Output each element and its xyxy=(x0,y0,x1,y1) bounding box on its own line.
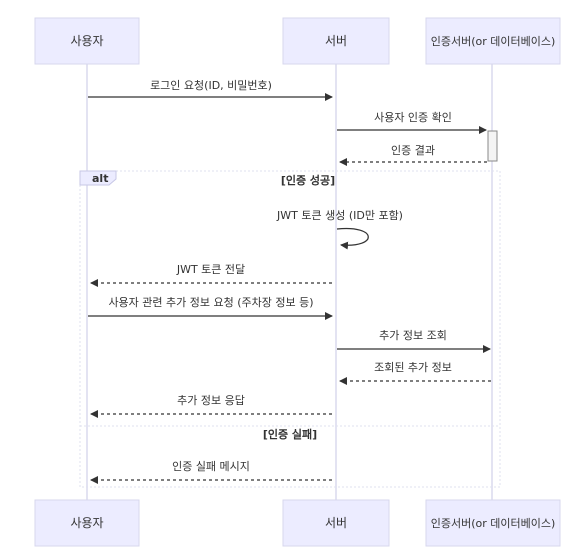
message-label: 사용자 관련 추가 정보 요청 (주차장 정보 등) xyxy=(108,296,313,309)
actor-label: 사용자 xyxy=(70,34,103,48)
actor-user-bottom: 사용자 xyxy=(34,499,140,547)
message-label: 로그인 요청(ID, 비밀번호) xyxy=(150,79,272,92)
message-label: 추가 정보 응답 xyxy=(177,394,245,407)
message-label: JWT 토큰 생성 (ID만 포함) xyxy=(276,209,403,222)
message-label: 추가 정보 조회 xyxy=(379,329,447,342)
message-label: JWT 토큰 전달 xyxy=(176,263,245,276)
activation-bar xyxy=(487,130,498,162)
actor-label: 인증서버(or 데이터베이스) xyxy=(431,35,556,48)
actor-label: 사용자 xyxy=(70,516,103,530)
actor-auth-bottom: 인증서버(or 데이터베이스) xyxy=(425,499,561,547)
actor-server-top: 서버 xyxy=(282,17,390,65)
self-message-arrow xyxy=(336,227,369,250)
message-label: 사용자 인증 확인 xyxy=(374,111,452,124)
message-label: 인증 결과 xyxy=(391,144,435,157)
message-label: 인증 실패 메시지 xyxy=(172,460,250,473)
actor-server-bottom: 서버 xyxy=(282,499,390,547)
alt-condition-success: [인증 성공] xyxy=(281,173,335,187)
alt-label-tab: alt xyxy=(79,170,117,186)
alt-frame xyxy=(79,170,501,488)
alt-condition-failure: [인증 실패] xyxy=(263,427,317,441)
actor-user-top: 사용자 xyxy=(34,17,140,65)
actor-label: 인증서버(or 데이터베이스) xyxy=(431,517,556,530)
alt-label: alt xyxy=(92,172,108,185)
message-label: 조회된 추가 정보 xyxy=(374,361,452,374)
actor-label: 서버 xyxy=(325,516,347,530)
actor-label: 서버 xyxy=(325,34,347,48)
actor-auth-top: 인증서버(or 데이터베이스) xyxy=(425,17,561,65)
